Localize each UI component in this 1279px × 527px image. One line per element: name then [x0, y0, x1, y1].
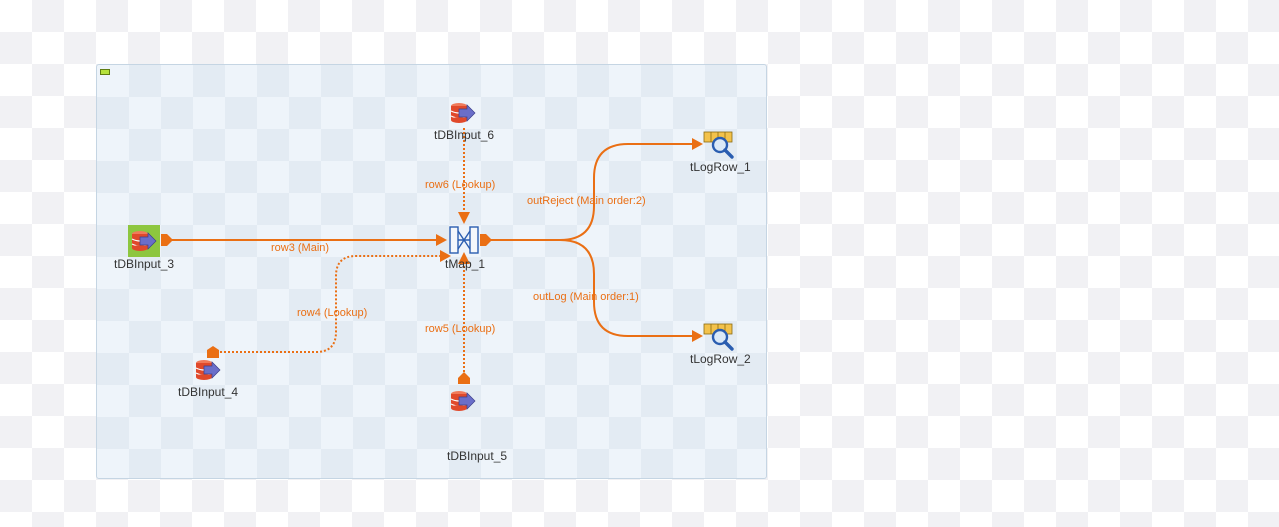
connection-outlog[interactable]: outLog (Main order:1) — [533, 239, 703, 342]
database-input-icon — [450, 102, 476, 124]
port-tmap1-out[interactable] — [480, 234, 492, 246]
logrow-icon — [702, 322, 734, 351]
connection-row6[interactable]: row6 (Lookup) — [425, 128, 495, 224]
database-input-icon — [450, 390, 476, 412]
component-tdbinput-3[interactable]: tDBInput_3 — [114, 225, 174, 271]
connection-outreject-label: outReject (Main order:2) — [527, 195, 646, 207]
database-input-icon — [195, 359, 221, 381]
component-tdbinput-5[interactable]: tDBInput_5 — [447, 390, 507, 463]
component-tdbinput-4[interactable]: tDBInput_4 — [178, 359, 238, 399]
port-tdbinput3-out[interactable] — [161, 234, 173, 246]
tmap-icon — [449, 226, 479, 254]
port-tdbinput4-out[interactable] — [207, 346, 219, 358]
connection-row5[interactable]: row5 (Lookup) — [425, 252, 495, 372]
component-label: tDBInput_5 — [447, 449, 507, 463]
connection-row4-label: row4 (Lookup) — [297, 307, 367, 319]
port-tdbinput5-out[interactable] — [458, 372, 470, 384]
logrow-icon — [702, 130, 734, 159]
connection-row4[interactable]: row4 (Lookup) — [220, 250, 451, 353]
component-label: tDBInput_3 — [114, 257, 174, 271]
component-label: tLogRow_2 — [690, 352, 751, 366]
connection-row5-label: row5 (Lookup) — [425, 323, 495, 335]
connection-row3-label: row3 (Main) — [271, 242, 329, 254]
connection-outlog-label: outLog (Main order:1) — [533, 291, 639, 303]
component-tdbinput-6[interactable]: tDBInput_6 — [434, 102, 494, 142]
connection-row6-label: row6 (Lookup) — [425, 179, 495, 191]
subjob-collapse-toggle[interactable] — [100, 69, 110, 75]
component-label: tDBInput_6 — [434, 128, 494, 142]
component-label: tLogRow_1 — [690, 160, 751, 174]
component-label: tDBInput_4 — [178, 385, 238, 399]
component-tlogrow-2[interactable]: tLogRow_2 — [690, 322, 751, 366]
component-tlogrow-1[interactable]: tLogRow_1 — [690, 130, 751, 174]
component-tmap-1[interactable]: tMap_1 — [445, 226, 485, 271]
subjob-frame[interactable] — [96, 64, 767, 479]
connection-row3[interactable]: row3 (Main) — [172, 234, 447, 254]
connection-outreject[interactable]: outReject (Main order:2) — [490, 138, 703, 241]
component-label: tMap_1 — [445, 257, 485, 271]
